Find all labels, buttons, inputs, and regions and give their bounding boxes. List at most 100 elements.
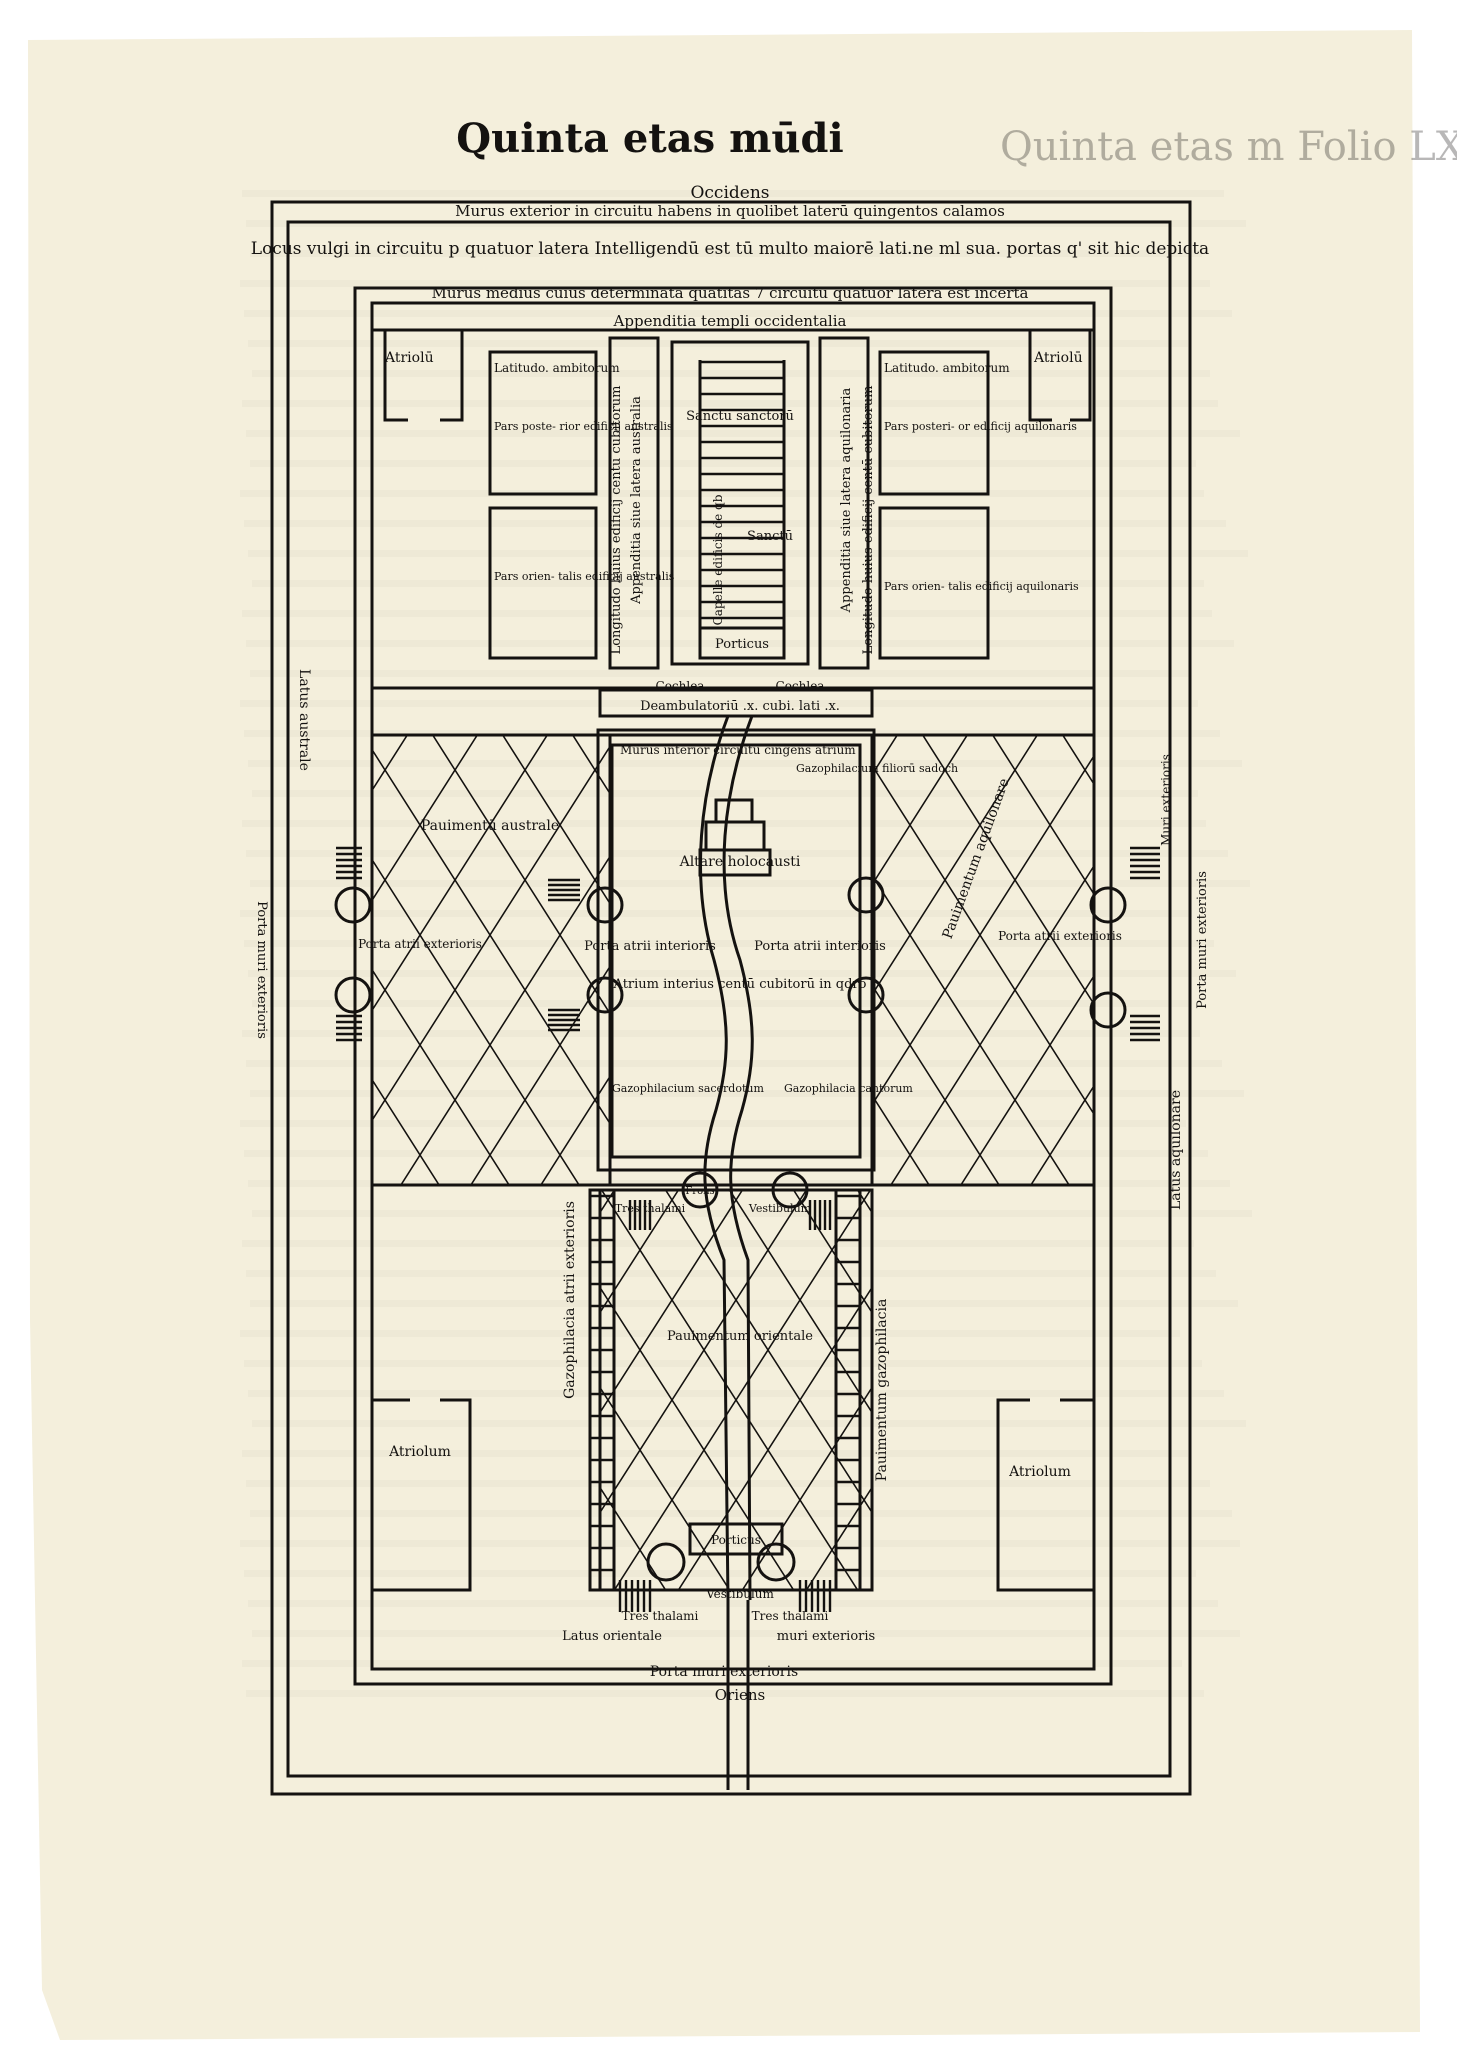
label-vestibulum-bottom: Vestibulum (705, 1587, 774, 1601)
pavimentum-orientale (598, 1188, 874, 1592)
atriolum-br-walls (996, 1398, 1094, 1592)
porticus-box (698, 626, 786, 660)
bottom-gate-porticus (688, 1522, 784, 1556)
label-latus-australe: Latus australe (296, 669, 312, 771)
label-altare: Altare holocausti (679, 854, 801, 870)
label-tres-thalami-right: Tres thalami (752, 1609, 829, 1623)
label-porta-muri-exterioris-left: Porta muri exterioris (254, 901, 269, 1039)
frons-circle-tl (681, 1171, 719, 1209)
appenditia-left (608, 336, 660, 670)
frons-circle-w2 (334, 976, 372, 1014)
label-latitudo-left: Latitudo. ambitorum (494, 361, 620, 375)
bleed-through-line (250, 460, 1196, 467)
label-pars-posterior-left: Pars poste- rior edificij australis (494, 420, 673, 433)
bleed-through-line (246, 850, 1228, 857)
bleed-through-line (244, 520, 1226, 527)
paper-sheet (28, 30, 1420, 2040)
bleed-through-line (242, 610, 1212, 617)
appenditia-right (818, 336, 870, 670)
frons-circle-iw1 (586, 886, 624, 924)
pavimentum-australe (370, 733, 612, 1187)
frons-circle-e2 (1089, 991, 1127, 1029)
label-porta-atrii-exterioris-left: Porta atrii exterioris (358, 937, 482, 951)
inner-court-wall-inner (610, 743, 862, 1159)
label-gazophilacium-sadoch: Gazophilacium filiorū sadoch (796, 762, 958, 775)
bleed-through-line (246, 1690, 1204, 1697)
frons-circle-bl (646, 1542, 686, 1582)
label-porta-atrii-exterioris-right: Porta atrii exterioris (998, 929, 1122, 943)
bleed-through-line (242, 1660, 1182, 1667)
label-pavimentum-orientale: Pauimentum orientale (667, 1329, 813, 1344)
label-appenditia-occidentalia: Appenditia templi occidentalia (613, 312, 847, 330)
label-murus-exterior: Murus exterior in circuitu habens in quo… (455, 202, 1005, 220)
middle-wall-frame (353, 286, 1113, 1686)
label-tres-thalami-left: Tres thalami (622, 1609, 699, 1623)
bleed-through-line (242, 400, 1218, 407)
label-pars-posterior-right: Pars posteri- or edificij aquilonaris (884, 420, 1077, 433)
frons-circle-w1 (334, 886, 372, 924)
frons-circle-ie2 (847, 976, 885, 1014)
label-atriolum-left: Atriolū (384, 350, 434, 366)
temple-core (670, 340, 810, 666)
bleed-through-line (252, 1630, 1240, 1637)
label-appenditia-australia: Appenditia siue latera australia (629, 396, 644, 605)
gazophilacia-right-strip (834, 1188, 862, 1592)
bleed-through-line (252, 370, 1210, 377)
bleed-through-line (240, 910, 1192, 917)
deambulatorium (598, 688, 874, 718)
label-latitudo-right: Latitudo. ambitorum (884, 361, 1010, 375)
outer-wall-frame (270, 200, 1192, 1796)
bleed-through-line (244, 1150, 1208, 1157)
pavimentum-aquilonare (870, 733, 1096, 1187)
stair-steps (336, 360, 1160, 1612)
gazophilacia-left-strip (588, 1188, 616, 1592)
label-oriens: Oriens (715, 1686, 766, 1704)
label-porticus-bottom: Porticus (711, 1533, 761, 1547)
label-muri-exterioris-right: Muri exterioris (1159, 754, 1173, 846)
label-latus-orientale: Latus orientale (562, 1629, 662, 1644)
bleed-through-line (250, 670, 1190, 677)
label-capella: Capelle edificis de qb (711, 494, 725, 625)
label-atrium-interius: Atrium interius centū cubitorū in qdro (613, 977, 867, 992)
bleed-through-line (240, 280, 1210, 287)
bleed-through-line (250, 880, 1250, 887)
label-pars-orientalis-right: Pars orien- talis edificij aquilonaris (884, 580, 1079, 593)
label-porta-muri-exterioris-bottom: Porta muri exterioris (650, 1664, 798, 1680)
bleed-through-line (248, 760, 1242, 767)
label-gazophilacia-cantorum: Gazophilacia cantorum (784, 1082, 913, 1095)
label-porta-muri-exterioris-right: Porta muri exterioris (1195, 871, 1210, 1009)
axis-curve-left (699, 715, 730, 1601)
label-cochlea-left: Cochlea (656, 679, 705, 693)
bleed-through-header: Quinta etas m Folio LXVII (1000, 124, 1457, 170)
altar-drawing (698, 798, 772, 877)
label-atriolum-bl: Atriolum (388, 1444, 451, 1460)
bleed-through-line (246, 640, 1234, 647)
label-atriolum-br: Atriolum (1008, 1464, 1071, 1480)
inner-court-wall (596, 728, 876, 1172)
frons-circle-iw2 (586, 976, 624, 1014)
label-frons: Frons (685, 1186, 714, 1197)
room-pars-posterior-left (488, 350, 598, 496)
bleed-through-line (240, 700, 1198, 707)
label-gazophilacia-atrii-exterioris: Gazophilacia atrii exterioris (562, 1201, 578, 1399)
bleed-through-line (252, 580, 1204, 587)
label-muri-exterioris-bottom: muri exterioris (777, 1629, 875, 1644)
bleed-through-line (244, 310, 1232, 317)
label-tres-thalami-inner: Tres thalami (615, 1202, 686, 1215)
label-porta-atrii-interioris-left: Porta atrii interioris (584, 939, 716, 954)
label-murus-medius: Murus medius cuius determinata quātitas … (432, 284, 1029, 302)
label-pavimentum-australe: Pauimentū australe (421, 818, 559, 834)
label-appenditia-aquilonaria: Appenditia siue latera aquilonaria (839, 387, 854, 613)
label-latus-aquilonare: Latus aquilonare (1168, 1090, 1184, 1210)
label-murus-interior: Murus interior circuitu cingens atrium (620, 743, 856, 757)
page-title: Quinta etas mūdi (456, 115, 843, 162)
atriolum-left-walls (383, 330, 464, 422)
bleed-through-line (248, 1600, 1218, 1607)
label-cochlea-right: Cochlea (776, 679, 825, 693)
label-pars-orientalis-left: Pars orien- talis edificij australis (494, 570, 675, 583)
bleed-through-line (246, 430, 1240, 437)
bleed-through-line (250, 250, 1202, 257)
bleed-through-line (244, 940, 1214, 947)
